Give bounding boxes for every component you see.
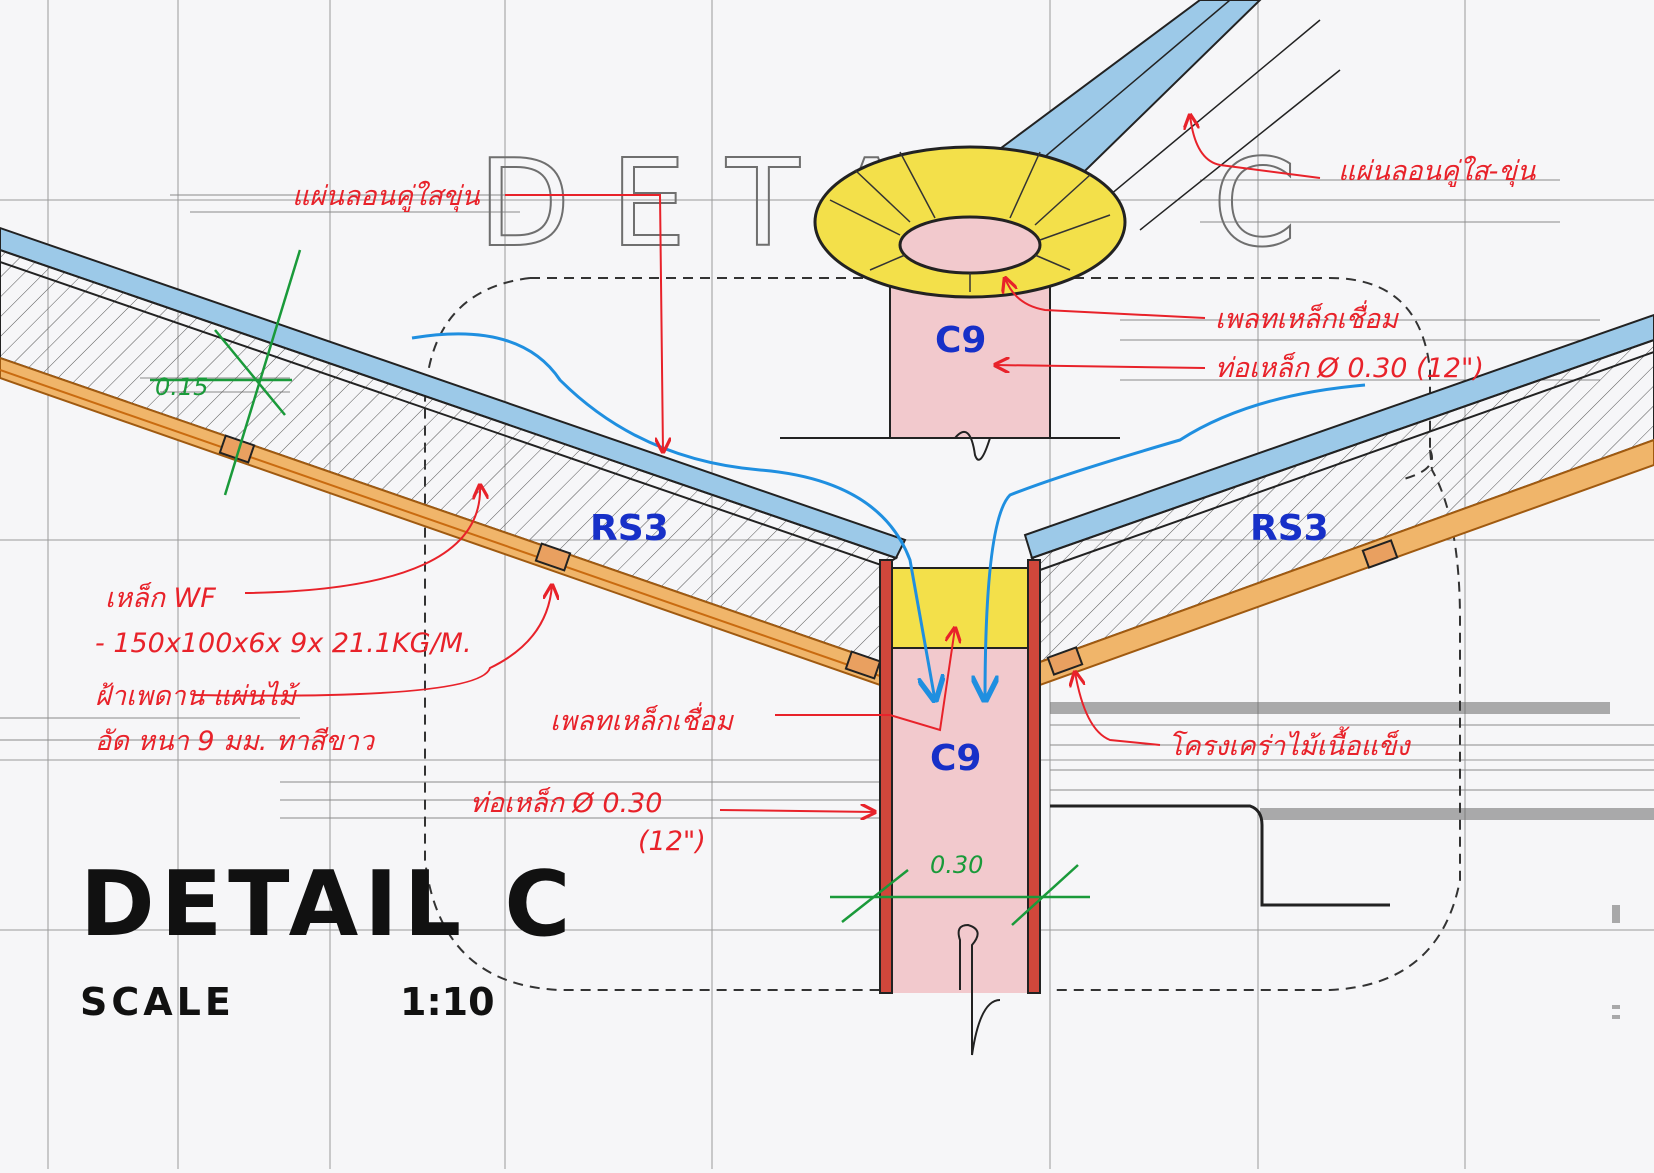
scale-label: SCALE [80, 980, 235, 1024]
upper-column [780, 269, 1120, 461]
note-top-plate: เพลทเหล็กเชื่อม [1215, 300, 1399, 335]
left-roof-assembly [0, 226, 907, 687]
note-pipe-line1: ท่อเหล็ก Ø 0.30 [470, 787, 662, 819]
note-mid-plate: เพลทเหล็กเชื่อม [550, 702, 734, 737]
left-purlin-1 [218, 434, 256, 464]
right-roof-assembly [1023, 313, 1654, 687]
note-right-roof-sheet: แผ่นลอนคู่ใส-ขุ่น [1338, 155, 1537, 188]
right-roof-sheet [1023, 313, 1654, 560]
right-purlin-2 [1361, 539, 1399, 569]
note-wf-beam-spec: - 150x100x6x 9x 21.1KG/M. [95, 628, 472, 659]
tag-column-bottom: C9 [930, 738, 981, 779]
tag-beam-right: RS3 [1250, 508, 1329, 549]
tag-column-top: C9 [935, 320, 986, 361]
drawing-title: DETAIL C [80, 852, 576, 957]
note-wf-beam-title: เหล็ก WF [105, 582, 216, 614]
slab-depth-dimension [150, 249, 302, 496]
left-purlin-3 [844, 650, 882, 680]
note-rafter-frame: โครงเคร่าไม้เนื้อแข็ง [1168, 726, 1411, 762]
column-width-dimension [830, 864, 1090, 926]
note-top-pipe: ท่อเหล็ก Ø 0.30 (12") [1215, 352, 1484, 384]
note-pipe-line2: (12") [638, 826, 706, 857]
left-purlin-2 [534, 542, 572, 572]
column-width-label: 0.30 [930, 851, 983, 879]
guide-hatching-left [0, 194, 880, 819]
scale-value: 1:10 [400, 980, 495, 1024]
note-ceiling-line2: อัด หนา 9 มม. ทาสีขาว [95, 726, 376, 757]
lower-column [879, 559, 1041, 1056]
tag-beam-left: RS3 [590, 508, 669, 549]
note-left-roof-sheet: แผ่นลอนคู่ใสขุ่น [292, 180, 481, 213]
slab-depth-label: 0.15 [155, 373, 208, 401]
note-ceiling-line1: ฝ้าเพดาน แผ่นไม้ [95, 680, 301, 712]
guide-hatching-right [1050, 179, 1654, 791]
annotation-leaders [194, 115, 1321, 812]
step-outline [1050, 804, 1390, 907]
top-ring-plate [813, 145, 1127, 299]
scanner-toner-marks [1050, 702, 1654, 1019]
